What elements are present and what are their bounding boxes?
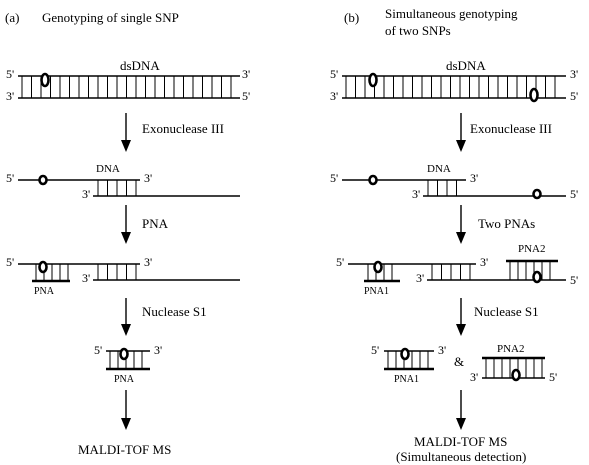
- three-prime-end: 3': [412, 187, 420, 201]
- five-prime-end: 5': [330, 171, 338, 185]
- panel-a-title: Genotyping of single SNP: [42, 10, 179, 25]
- panel-b-step3-label: Nuclease S1: [474, 304, 539, 319]
- panel-a-step1-label: Exonuclease III: [142, 121, 224, 136]
- panel-a-dsdna-label: dsDNA: [120, 58, 160, 73]
- panel-b-result-pna1-label: PNA1: [394, 374, 419, 385]
- panel-b: (b) Simultaneous genotyping of two SNPs …: [330, 6, 578, 464]
- snp-marker: [532, 188, 542, 200]
- panel-b-final-line1: MALDI-TOF MS: [414, 434, 507, 449]
- five-prime-end: 5': [330, 67, 338, 81]
- arrow-down: [121, 390, 131, 430]
- base-pair-rungs: [97, 264, 137, 280]
- base-pair-rungs: [485, 358, 543, 378]
- base-pair-rungs: [427, 180, 457, 196]
- five-prime-end: 5': [336, 255, 344, 269]
- five-prime-end: 5': [6, 171, 14, 185]
- arrow-down: [456, 113, 466, 152]
- panel-a-dsdna: 5' 3' 3' 5': [6, 67, 250, 103]
- panel-b-s1-product: 5' 3' PNA1 & PNA2 3' 5': [371, 343, 557, 385]
- snp-marker: [119, 347, 129, 361]
- panel-a-step2-label: PNA: [142, 216, 169, 231]
- snp-marker: [373, 260, 383, 274]
- panel-b-result-pna2-label: PNA2: [497, 343, 525, 355]
- arrow-down: [121, 298, 131, 336]
- three-prime-end: 3': [470, 370, 478, 384]
- panel-b-final-line2: (Simultaneous detection): [396, 449, 526, 464]
- panel-a: (a) Genotyping of single SNP dsDNA 5' 3'…: [5, 10, 250, 457]
- panel-b-pna1-label: PNA1: [364, 286, 389, 297]
- panel-b-ampersand: &: [454, 354, 464, 369]
- panel-b-label: (b): [344, 10, 359, 25]
- base-pair-rungs: [431, 264, 471, 280]
- three-prime-end: 3': [144, 171, 152, 185]
- snp-marker: [368, 174, 378, 186]
- panel-a-step3-label: Nuclease S1: [142, 304, 207, 319]
- snp-marker: [38, 260, 48, 274]
- five-prime-end: 5': [371, 343, 379, 357]
- snp-marker: [38, 174, 48, 186]
- three-prime-end: 3': [6, 89, 14, 103]
- snp-marker: [40, 72, 50, 88]
- panel-b-dna-label: DNA: [427, 163, 451, 175]
- panel-b-dsdna: 5' 3' 3' 5': [330, 67, 578, 103]
- base-pair-rungs: [509, 261, 551, 280]
- five-prime-end: 5': [570, 187, 578, 201]
- three-prime-end: 3': [82, 271, 90, 285]
- panel-b-pna2-label: PNA2: [518, 243, 546, 255]
- three-prime-end: 3': [480, 255, 488, 269]
- panel-b-step2-label: Two PNAs: [478, 216, 535, 231]
- five-prime-end: 5': [94, 343, 102, 357]
- base-pair-rungs: [35, 264, 69, 281]
- panel-a-label: (a): [5, 10, 19, 25]
- panel-a-pna-label: PNA: [34, 286, 55, 297]
- panel-b-exo-product: DNA 5' 3' 3' 5': [330, 163, 578, 201]
- panel-a-pna-hybrid: 5' 3' PNA 3': [6, 255, 240, 297]
- panel-a-dna-label: DNA: [96, 163, 120, 175]
- snp-marker: [529, 87, 539, 103]
- snp-marker: [400, 347, 410, 361]
- five-prime-end: 5': [549, 370, 557, 384]
- panel-a-final-label: MALDI-TOF MS: [78, 442, 171, 457]
- snp-marker: [511, 368, 521, 382]
- base-pair-rungs: [345, 76, 556, 98]
- five-prime-end: 5': [6, 255, 14, 269]
- snp-marker: [368, 72, 378, 88]
- arrow-down: [121, 205, 131, 244]
- panel-b-step1-label: Exonuclease III: [470, 121, 552, 136]
- three-prime-end: 3': [82, 187, 90, 201]
- panel-b-dsdna-label: dsDNA: [446, 58, 486, 73]
- panel-b-title-line2: of two SNPs: [385, 23, 451, 38]
- three-prime-end: 3': [416, 271, 424, 285]
- three-prime-end: 3': [438, 343, 446, 357]
- arrow-down: [121, 113, 131, 152]
- arrow-down: [456, 298, 466, 336]
- panel-a-s1-product: 5' 3' PNA: [94, 343, 162, 385]
- three-prime-end: 3': [330, 89, 338, 103]
- three-prime-end: 3': [154, 343, 162, 357]
- panel-b-pna-hybrid: PNA2 5' 3' PNA1 3' 5': [336, 243, 578, 297]
- arrow-down: [456, 390, 466, 430]
- panel-a-result-pna-label: PNA: [114, 374, 135, 385]
- base-pair-rungs: [21, 76, 232, 98]
- snp-marker: [532, 270, 542, 284]
- three-prime-end: 3': [242, 67, 250, 81]
- five-prime-end: 5': [570, 273, 578, 287]
- five-prime-end: 5': [570, 89, 578, 103]
- five-prime-end: 5': [242, 89, 250, 103]
- arrow-down: [456, 205, 466, 244]
- five-prime-end: 5': [6, 67, 14, 81]
- panel-a-exo-product: DNA 5' 3' 3': [6, 163, 240, 201]
- panel-b-title-line1: Simultaneous genotyping: [385, 6, 518, 21]
- three-prime-end: 3': [570, 67, 578, 81]
- three-prime-end: 3': [470, 171, 478, 185]
- three-prime-end: 3': [144, 255, 152, 269]
- base-pair-rungs: [97, 180, 137, 196]
